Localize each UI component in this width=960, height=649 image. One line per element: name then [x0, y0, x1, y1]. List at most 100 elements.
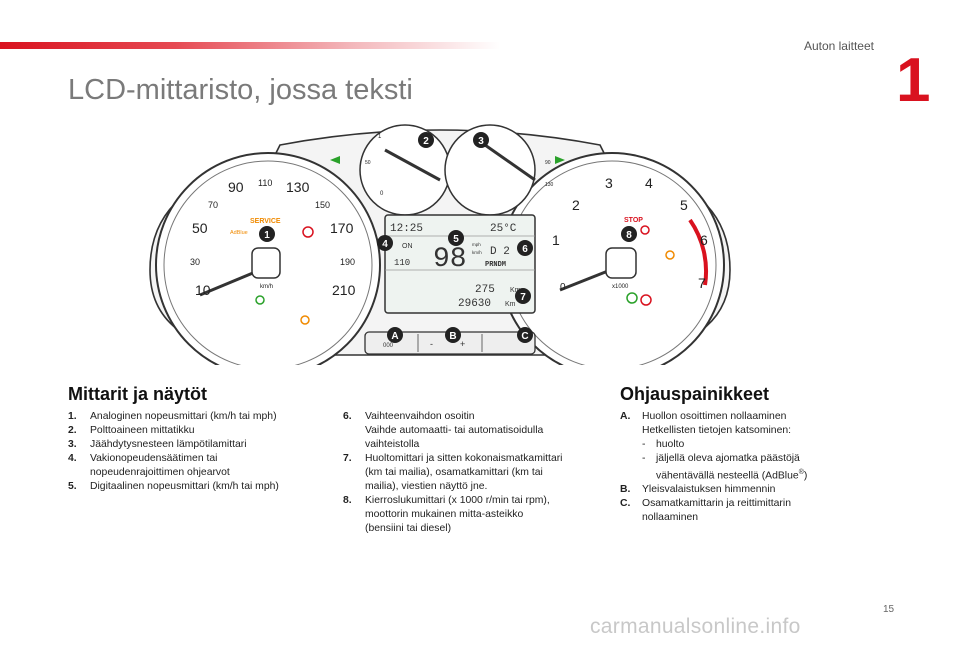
fuel-needle: [384, 148, 441, 182]
svg-text:5: 5: [453, 234, 459, 245]
indicator-lamp-icon: [626, 292, 638, 304]
tacho-label: 3: [605, 175, 613, 191]
speedo-label: 190: [340, 257, 355, 267]
svg-text:8: 8: [626, 230, 632, 241]
section-label: Auton laitteet: [803, 39, 874, 53]
button-b-minus: -: [430, 339, 433, 349]
instrument-cluster-illustration: 10 30 50 70 90 110 130 150 170 190 210 k…: [149, 124, 731, 365]
tacho-label: 2: [572, 197, 580, 213]
list-item: A. Huollon osoittimen nollaaminen Hetkel…: [620, 410, 860, 483]
callout-4: 4: [377, 235, 393, 251]
list-item: B.Yleisvalaistuksen himmennin: [620, 484, 776, 496]
warning-lamp-icon: [302, 226, 314, 238]
callout-3: 3: [473, 132, 489, 148]
tacho-needle: [559, 247, 637, 292]
temp-needle: [484, 143, 536, 182]
gauges-list-col1: 1.Analoginen nopeusmittari (km/h tai mph…: [68, 410, 328, 494]
button-b-plus: +: [460, 339, 465, 349]
controls-list: A. Huollon osoittimen nollaaminen Hetkel…: [620, 410, 860, 525]
speedo-label: 10: [195, 282, 211, 298]
gauges-heading: Mittarit ja näytöt: [68, 384, 208, 404]
lcd-speed-unit-alt: km/h: [472, 250, 482, 255]
tacho-label: 1: [552, 232, 560, 248]
list-item: 1.Analoginen nopeusmittari (km/h tai mph…: [68, 411, 277, 422]
speedo-label: 70: [208, 200, 218, 210]
callout-1: 1: [259, 226, 275, 242]
tacho-label: 0: [560, 282, 566, 293]
tacho-label: 7: [698, 275, 706, 291]
svg-text:3: 3: [478, 136, 484, 147]
tacho-label: 5: [680, 197, 688, 213]
fuel-label: 1: [378, 134, 382, 140]
stop-indicator: STOP: [624, 217, 643, 224]
page-title: LCD-mittaristo, jossa teksti: [68, 74, 413, 106]
svg-text:A: A: [391, 331, 398, 342]
svg-text:B: B: [449, 331, 456, 342]
list-item: 5.Digitaalinen nopeusmittari (km/h tai m…: [68, 481, 279, 492]
temp-label: 130: [545, 182, 554, 188]
list-item: 8.Kierroslukumittari (x 1000 r/min tai r…: [343, 495, 550, 534]
svg-text:4: 4: [382, 239, 388, 250]
warning-lamp-icon: [300, 315, 310, 325]
list-item: 3.Jäähdytysnesteen lämpötilamittari: [68, 439, 247, 450]
watermark: carmanualsonline.info: [590, 615, 801, 638]
speedo-needle: [199, 247, 281, 297]
svg-text:1: 1: [264, 230, 270, 241]
callout-6: 6: [517, 240, 533, 256]
speedo-unit: km/h: [260, 284, 273, 290]
indicator-lamp-icon: [255, 295, 265, 305]
callout-8: 8: [621, 226, 637, 242]
turn-left-icon: [330, 156, 340, 164]
lcd-trip: 275: [475, 284, 495, 296]
turn-right-icon: [555, 156, 565, 164]
chapter-number: 1: [896, 46, 931, 115]
lcd-temp: 25°C: [490, 223, 517, 235]
button-a-label: 000: [383, 343, 394, 349]
speedo-label: 150: [315, 200, 330, 210]
callout-A: A: [387, 327, 403, 343]
callout-C: C: [517, 327, 533, 343]
tacho-unit: x1000: [612, 284, 629, 290]
header-accent-bar: [0, 42, 500, 49]
fuel-label: 0: [380, 191, 384, 197]
svg-text:6: 6: [522, 244, 528, 255]
warning-lamp-icon: [640, 294, 652, 306]
svg-text:7: 7: [520, 292, 526, 303]
temp-label: 50: [365, 160, 371, 166]
warning-lamp-icon: [640, 225, 650, 235]
lcd-speed: 98: [433, 244, 467, 275]
tacho-label: 6: [700, 232, 708, 248]
speedo-label: 50: [192, 220, 208, 236]
service-indicator: SERVICE: [250, 218, 281, 225]
lcd-gear: D 2: [490, 246, 510, 258]
adblue-indicator: AdBlue: [230, 230, 248, 236]
lcd-limit-value: 110: [394, 258, 410, 268]
temp-label: 90: [545, 160, 551, 166]
svg-text:C: C: [521, 331, 528, 342]
lcd-odometer: 29630: [458, 298, 491, 310]
speedo-label: 210: [332, 282, 356, 298]
callout-5: 5: [448, 230, 464, 246]
controls-heading: Ohjauspainikkeet: [620, 384, 770, 404]
callout-B: B: [445, 327, 461, 343]
lcd-trip-unit: Km: [510, 287, 521, 294]
sub-item: -huolto: [642, 439, 685, 450]
speedo-label: 130: [286, 179, 310, 195]
tacho-label: 4: [645, 175, 653, 191]
speedo-label: 30: [190, 257, 200, 267]
lcd-display: [384, 214, 536, 314]
lcd-limit-state: ON: [402, 243, 413, 250]
speedo-label: 90: [228, 179, 244, 195]
warning-lamp-icon: [665, 250, 675, 260]
callout-2: 2: [418, 132, 434, 148]
lcd-speed-unit: mph: [472, 242, 481, 247]
lcd-gear-row: PRNDM: [485, 261, 506, 269]
speedo-label: 110: [258, 178, 272, 188]
lcd-odometer-unit: Km: [505, 301, 516, 308]
page-number: 15: [883, 604, 895, 615]
callout-7: 7: [515, 288, 531, 304]
